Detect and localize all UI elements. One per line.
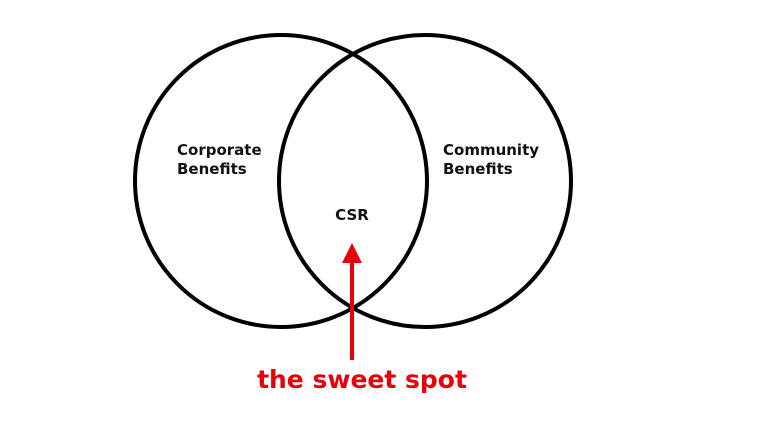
corporate-benefits-label: Corporate Benefits — [177, 141, 267, 178]
community-benefits-circle — [277, 33, 573, 329]
community-benefits-label-line2: Benefits — [443, 160, 513, 178]
sweet-spot-label: the sweet spot — [257, 365, 467, 394]
csr-label: CSR — [335, 206, 369, 224]
community-benefits-label-line1: Community — [443, 141, 539, 159]
community-benefits-label: Community Benefits — [443, 141, 544, 178]
corporate-benefits-circle — [133, 33, 429, 329]
corporate-benefits-label-line1: Corporate — [177, 141, 262, 159]
corporate-benefits-label-line2: Benefits — [177, 160, 247, 178]
